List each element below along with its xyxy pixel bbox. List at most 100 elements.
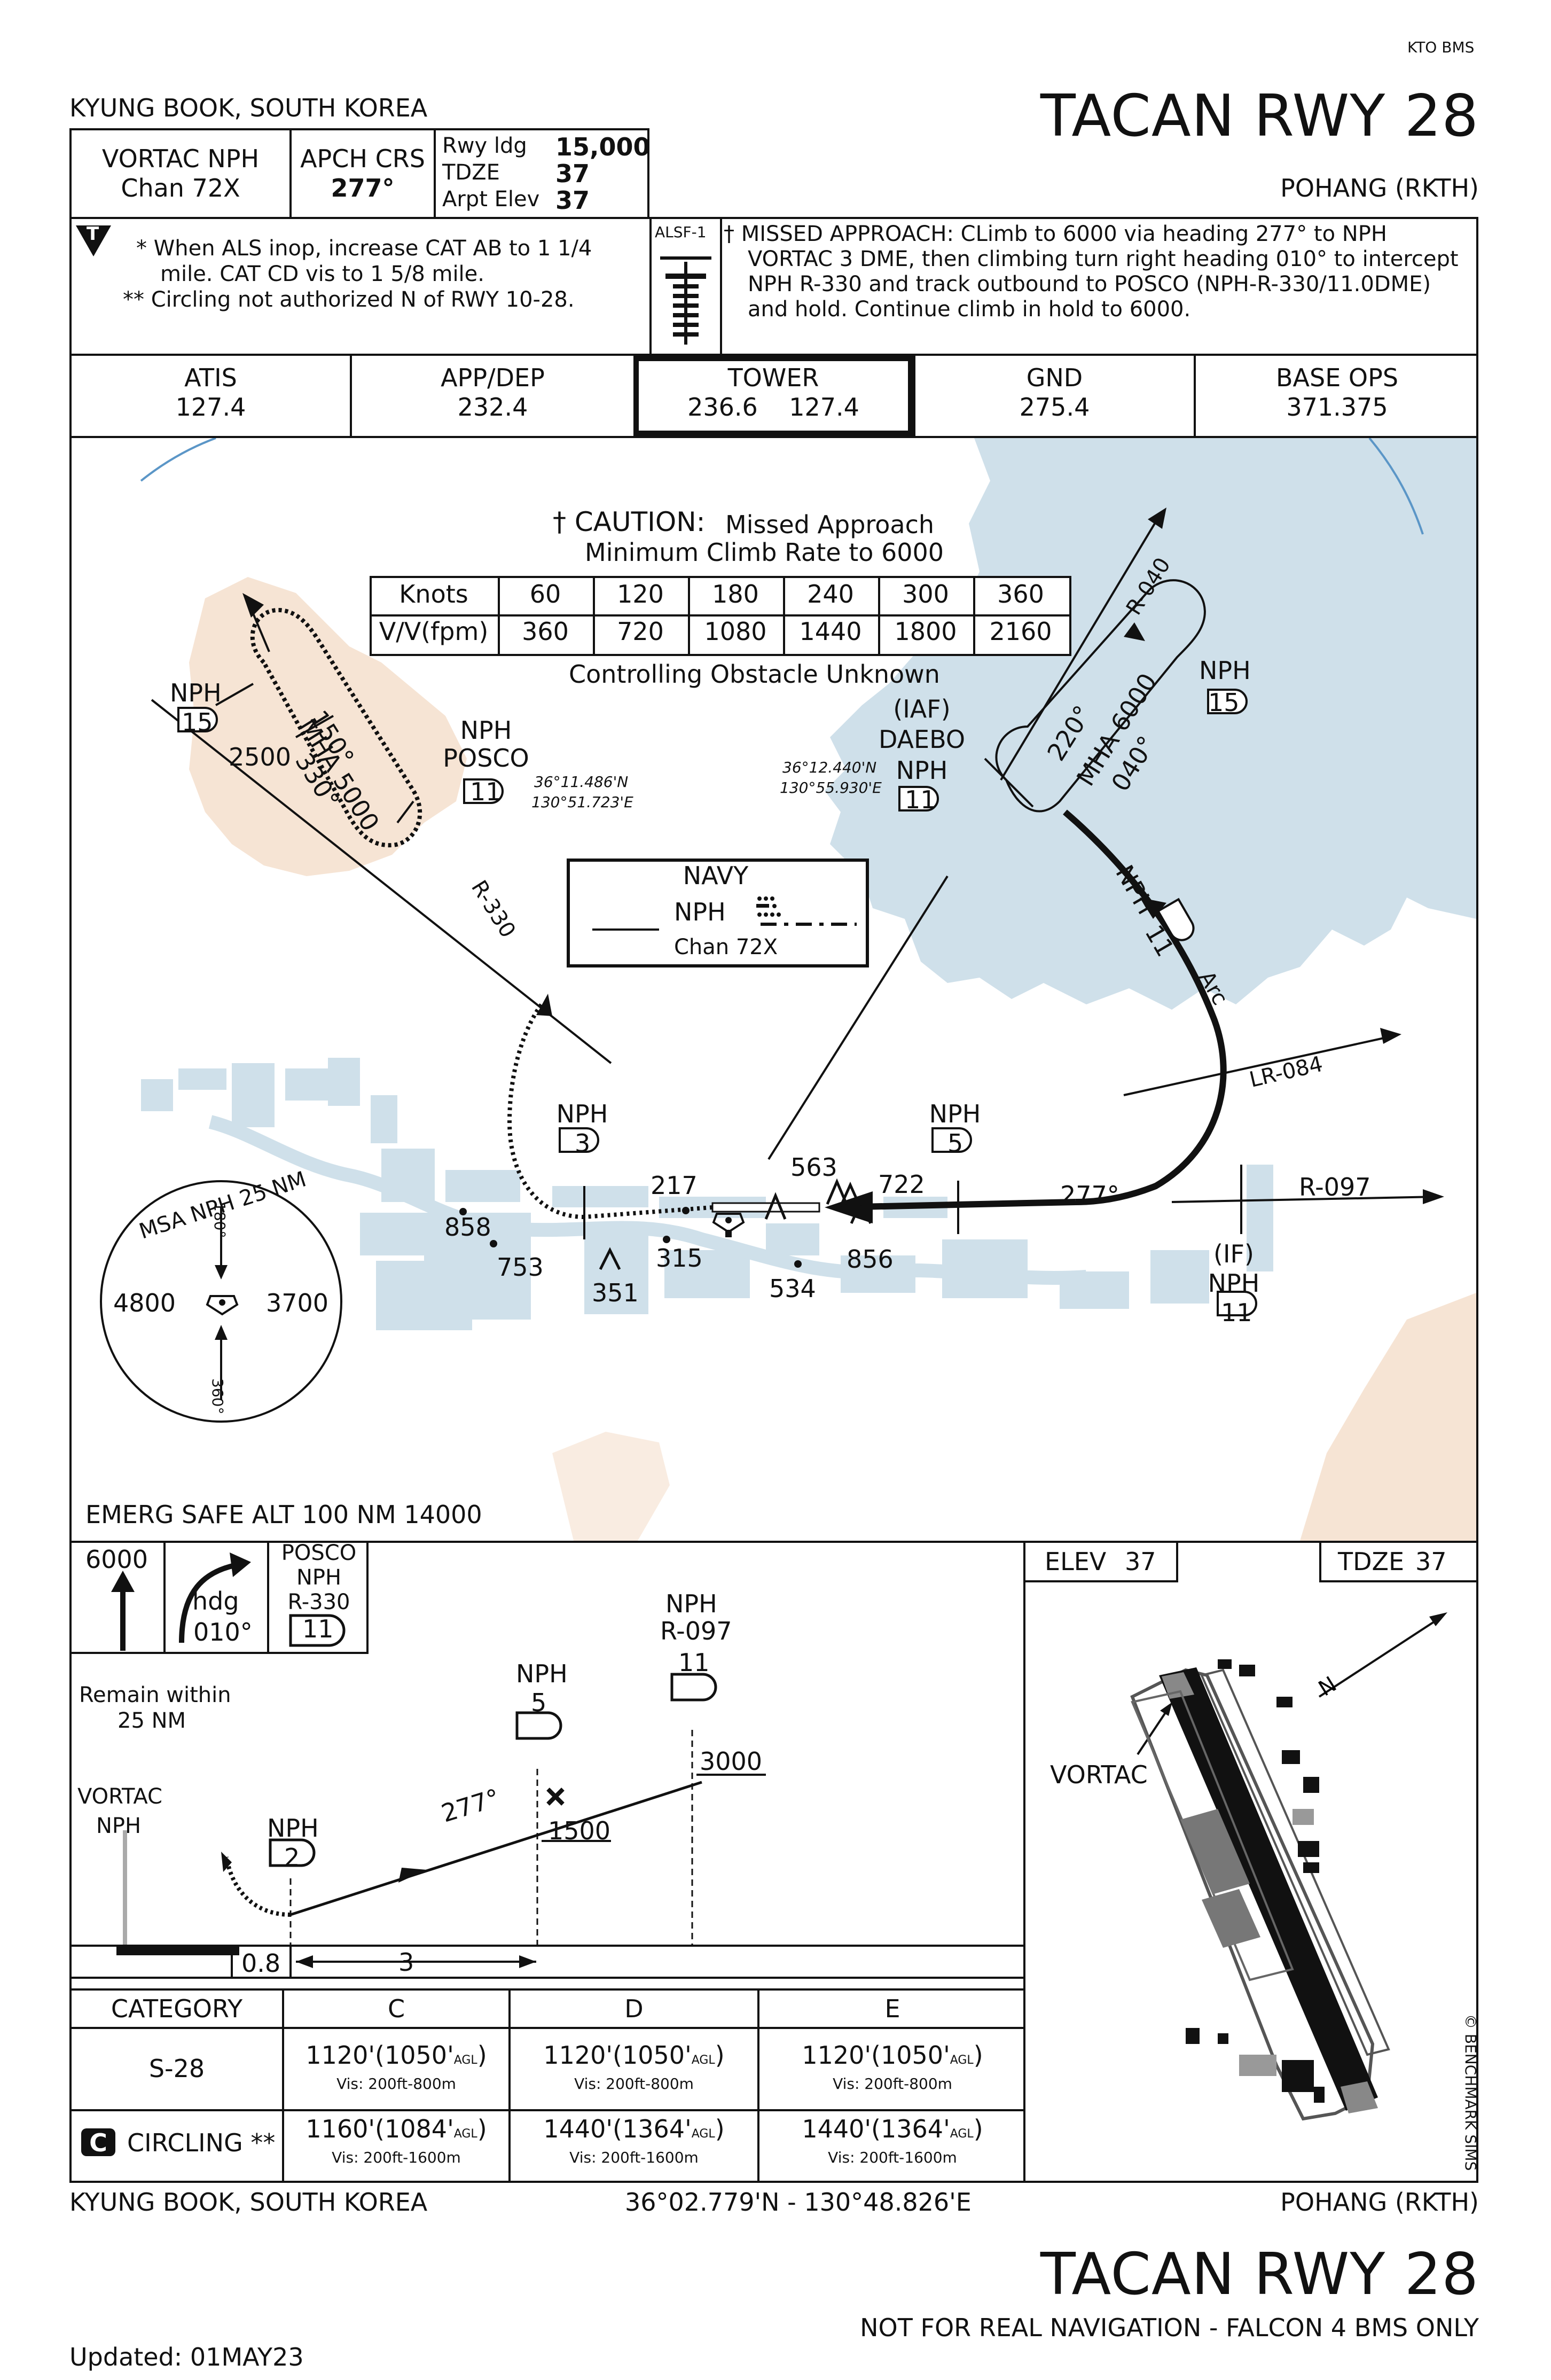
caution-sub: Minimum Climb Rate to 6000 — [585, 538, 944, 567]
plan-view-map — [100, 438, 1476, 1541]
holding-west — [250, 607, 422, 848]
climb-r1-c5: 300 — [902, 580, 949, 608]
daebo-coord-1: 36°12.440'N — [782, 759, 877, 776]
elev-563: 563 — [790, 1153, 837, 1182]
missed-line-4: and hold. Continue climb in hold to 6000… — [748, 297, 1191, 322]
fix2-dme: 2 — [284, 1843, 300, 1872]
ne-nph-dme: 15 — [1208, 688, 1240, 717]
min-row1-c-vis: Vis: 200ft-800m — [336, 2075, 456, 2093]
airport-name-bottom: POHANG (RKTH) — [1280, 2188, 1479, 2217]
copyright: © BENCHMARK SIMS — [1462, 2014, 1479, 2171]
msa-east: 3700 — [266, 1289, 329, 1317]
daebo-nph: NPH — [896, 756, 948, 785]
freq-tower-value: 236.6 127.4 — [687, 393, 859, 422]
min-header-c: C — [387, 1994, 405, 2023]
elev-351: 351 — [592, 1278, 639, 1307]
dist-3: 3 — [398, 1948, 414, 1977]
svg-text:N: N — [1314, 1672, 1341, 1702]
icon3-dme: 11 — [302, 1614, 334, 1643]
daebo-name: DAEBO — [878, 725, 966, 754]
vortac-label: VORTAC NPH — [101, 144, 260, 173]
climb-r2-c6: 2160 — [989, 617, 1052, 646]
min-row1-c-main: 1120'(1050'AGL) — [306, 2041, 487, 2070]
min-row2-c-main: 1160'(1084'AGL) — [306, 2114, 487, 2143]
posco-dme: 11 — [470, 777, 502, 806]
dist-08: 0.8 — [241, 1949, 281, 1978]
briefing-strip-1 — [69, 128, 649, 219]
posco-name: POSCO — [443, 744, 529, 772]
page-title-bottom: TACAN RWY 28 — [1040, 2241, 1479, 2308]
min-row1-d-vis: Vis: 200ft-800m — [574, 2075, 694, 2093]
r097-line — [1171, 1196, 1439, 1203]
hold-west-alt: 2500 — [229, 743, 292, 771]
lr084-line — [1123, 1034, 1397, 1096]
navy-label: NAVY — [683, 861, 749, 890]
dme-arc — [1063, 809, 1227, 1205]
climb-r1-c6: 360 — [997, 580, 1044, 608]
location-bottom: KYUNG BOOK, SOUTH KOREA — [69, 2188, 428, 2217]
caution-title: † CAUTION: — [553, 506, 706, 537]
minimums-table — [69, 1988, 1025, 2183]
icon3-l2: NPH — [296, 1565, 342, 1590]
fix5-nph: NPH — [516, 1659, 568, 1688]
if-dme: 11 — [1221, 1298, 1252, 1327]
min-row1-e-vis: Vis: 200ft-800m — [833, 2075, 952, 2093]
min-header-category: CATEGORY — [111, 1994, 243, 2023]
climb-r1-c0: Knots — [399, 580, 468, 608]
min-row2-e-vis: Vis: 200ft-1600m — [828, 2149, 957, 2166]
rwy-ldg-label: Rwy ldg — [442, 134, 527, 158]
diagram-elev-value: 37 — [1125, 1547, 1156, 1576]
posco-coord-2: 130°51.723'E — [531, 793, 633, 811]
climb-r2-c5: 1800 — [894, 617, 957, 646]
dme-fix-shapes — [177, 689, 1257, 1316]
icon1-alt: 6000 — [85, 1545, 148, 1574]
r097-label: R-097 — [1299, 1173, 1371, 1201]
location-top: KYUNG BOOK, SOUTH KOREA — [69, 93, 428, 122]
arpt-elev-label: Arpt Elev — [442, 187, 540, 212]
climb-arrow-icon — [111, 1571, 135, 1651]
notes-line-2: mile. CAT CD vis to 1 5/8 mile. — [160, 262, 484, 286]
fix11-dme: 11 — [678, 1648, 710, 1677]
freq-gnd-label: GND — [1026, 363, 1083, 392]
diagram-vortac-label: VORTAC — [1050, 1760, 1148, 1789]
emerg-safe-alt: EMERG SAFE ALT 100 NM 14000 — [85, 1500, 482, 1529]
vortac-symbol — [712, 1213, 745, 1237]
profile-drawing — [72, 1673, 1023, 1979]
freq-strip — [69, 354, 1478, 438]
corner-tag: KTO BMS — [1407, 38, 1475, 56]
daebo-dme: 11 — [905, 785, 936, 814]
alsf-label: ALSF-1 — [655, 223, 707, 241]
climb-r2-c2: 720 — [617, 617, 664, 646]
nph3-dme: 3 — [575, 1129, 591, 1158]
min-header-d: D — [624, 1994, 644, 2023]
remain-l2: 25 NM — [118, 1708, 186, 1733]
elev-722: 722 — [878, 1170, 925, 1199]
elev-753: 753 — [497, 1253, 544, 1282]
airport-name-top: POHANG (RKTH) — [1280, 174, 1479, 202]
msa-bottom: 360° — [209, 1378, 226, 1415]
nph3-label: NPH — [556, 1099, 608, 1128]
missed-line-2: VORTAC 3 DME, then climbing turn right h… — [748, 247, 1459, 271]
diagram-elev-label: ELEV — [1045, 1547, 1107, 1576]
morse-code-icon — [756, 896, 781, 917]
msa-west: 4800 — [113, 1289, 176, 1317]
climb-r2-c0: V/V(fpm) — [379, 617, 489, 646]
min-row1-e-main: 1120'(1050'AGL) — [802, 2041, 983, 2070]
elev-217: 217 — [651, 1171, 698, 1200]
min-row1-d-main: 1120'(1050'AGL) — [543, 2041, 725, 2070]
min-row2-name: CIRCLING ** — [127, 2128, 276, 2157]
iaf-label: (IAF) — [893, 695, 951, 723]
land-area — [189, 577, 467, 876]
posco-nph: NPH — [460, 716, 512, 745]
rwy-ldg-value: 15,000 — [555, 132, 651, 161]
river — [208, 1115, 1087, 1285]
circling-badge — [81, 2128, 115, 2156]
alt-3000: 3000 — [700, 1747, 763, 1776]
nw-nph-label: NPH — [170, 678, 222, 707]
apch-crs-label: APCH CRS — [300, 144, 425, 173]
nw-nph-dme: 15 — [182, 708, 213, 737]
min-row2-c-vis: Vis: 200ft-1600m — [332, 2149, 461, 2166]
missed-line-3: NPH R-330 and track outbound to POSCO (N… — [748, 272, 1431, 296]
freq-baseops-label: BASE OPS — [1275, 363, 1399, 392]
posco-coord-1: 36°11.486'N — [534, 773, 629, 791]
